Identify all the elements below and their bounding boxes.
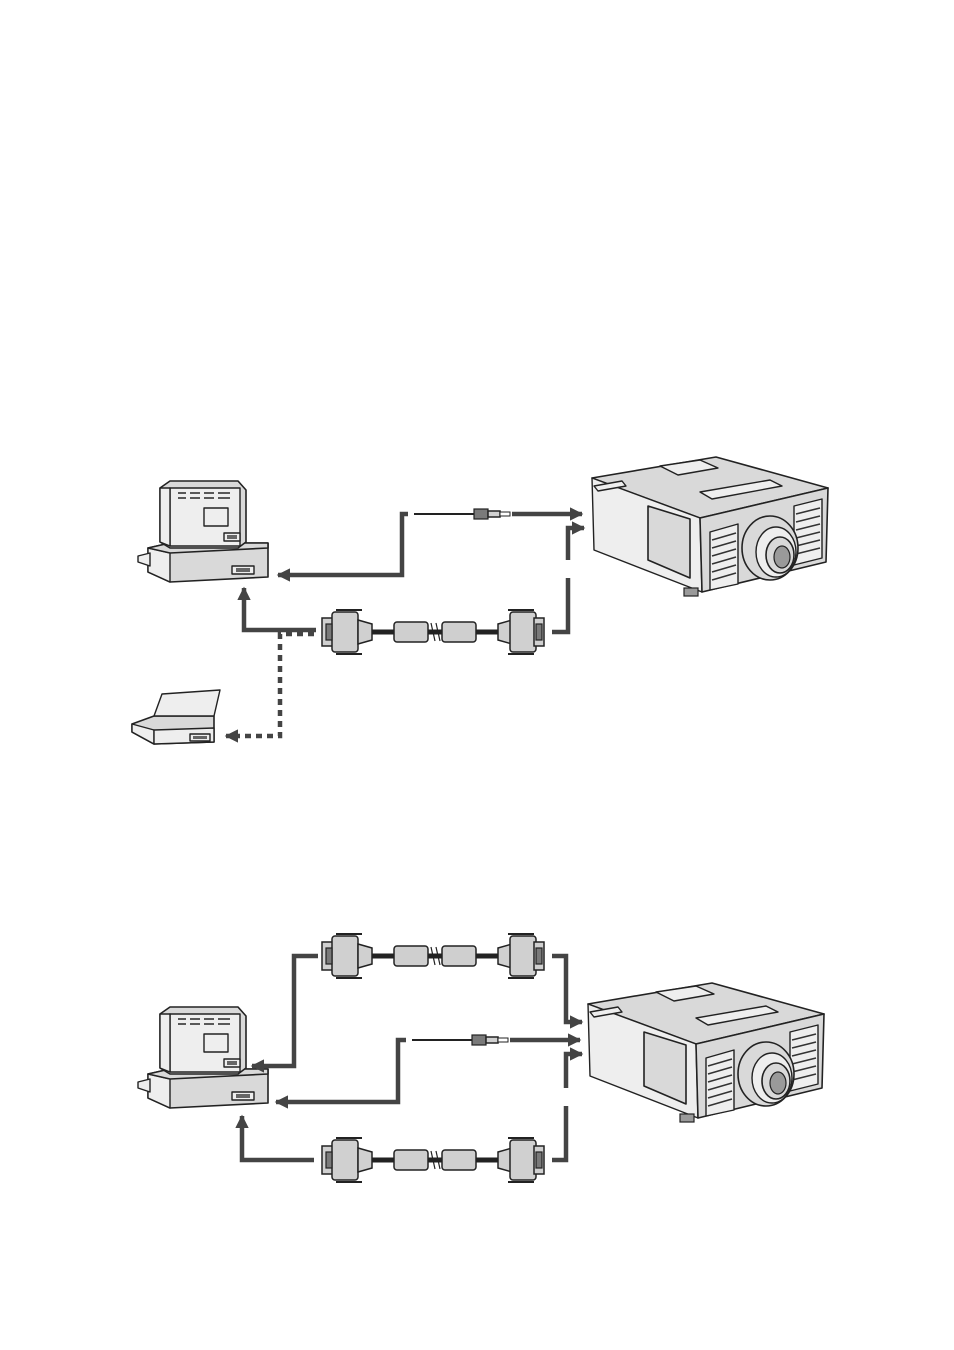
upper-vga-to-computer-arrow xyxy=(252,956,318,1066)
audio-to-computer-arrow xyxy=(278,514,408,575)
vga-to-projector-line-b xyxy=(568,528,584,560)
lower-vga-to-computer-arrow xyxy=(242,1116,314,1160)
vga-cable-upper xyxy=(322,934,544,978)
projector-2 xyxy=(588,983,824,1122)
vga-to-computer-arrow xyxy=(244,588,316,630)
diagram-1 xyxy=(132,457,828,744)
audio-cable-1 xyxy=(414,509,510,519)
laptop-computer xyxy=(132,690,220,744)
vga-cable-1 xyxy=(322,610,544,654)
projector-1 xyxy=(592,457,828,596)
desktop-computer-2 xyxy=(138,1007,268,1108)
vga-cable-lower xyxy=(322,1138,544,1182)
desktop-computer-1 xyxy=(138,481,268,582)
diagram-2 xyxy=(138,934,824,1182)
lower-vga-to-projector-line-b xyxy=(566,1054,582,1088)
audio-cable-2 xyxy=(412,1035,508,1045)
vga-to-laptop-dashed-arrow xyxy=(226,634,314,736)
lower-vga-to-projector-line-a xyxy=(552,1106,566,1160)
upper-vga-to-projector-arrow xyxy=(552,956,582,1022)
vga-to-projector-line-a xyxy=(552,578,568,632)
